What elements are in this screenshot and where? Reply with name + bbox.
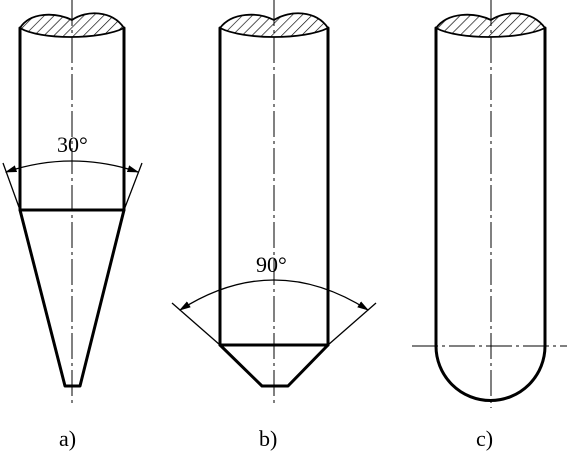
figure-b: 90° b) [171, 0, 377, 451]
figure-c-section-hatch [434, 12, 547, 38]
figure-b-shank [218, 26, 330, 347]
figure-a-section-hatch [18, 12, 126, 38]
figure-b-extension-right [327, 302, 377, 346]
figure-a: 30° a) [2, 0, 143, 451]
figure-b-chamfer-tip [218, 343, 330, 388]
figure-c-hemispherical-shank [434, 26, 547, 402]
figure-c-label: c) [476, 426, 493, 451]
figure-c: c) [412, 0, 567, 451]
figure-b-section-hatch [218, 12, 330, 38]
figure-a-angle-label: 30° [57, 132, 88, 157]
figure-a-label: a) [59, 426, 76, 451]
figure-a-cone-tip [18, 208, 126, 388]
figure-b-angle-arc [179, 279, 369, 311]
figure-a-shank [18, 26, 126, 212]
figure-b-label: b) [259, 426, 277, 451]
figure-b-angle-label: 90° [256, 252, 287, 277]
figure-b-extension-left [171, 302, 221, 346]
figure-a-angle-arc [4, 160, 140, 173]
